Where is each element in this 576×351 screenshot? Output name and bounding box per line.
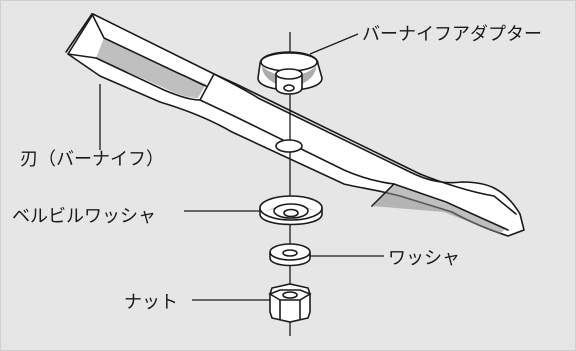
belleville-washer <box>259 195 323 226</box>
blade-center-hole <box>275 139 303 153</box>
blade-right-lower-line <box>393 183 509 231</box>
label-belleville-washer: ベルビルワッシャ <box>12 206 156 227</box>
leader-adapter <box>309 33 359 55</box>
adapter-shade-right <box>302 66 316 84</box>
adapter-boss-top <box>275 68 303 80</box>
blade-left-edge-shade <box>96 38 206 98</box>
washer <box>269 243 311 267</box>
blade-left-fin <box>199 73 215 101</box>
blade-right-inner-line <box>419 173 517 215</box>
adapter-bore <box>283 84 295 92</box>
nut <box>268 283 312 323</box>
label-washer: ワッシャ <box>388 248 460 269</box>
blade-right-fin <box>371 183 395 207</box>
blade-top-face-edge <box>65 13 93 53</box>
blade-outline <box>67 13 525 237</box>
blade <box>65 13 525 237</box>
label-blade: 刃（バーナイフ） <box>20 149 164 170</box>
label-adapter: バーナイフアダプター <box>362 24 542 45</box>
label-nut: ナット <box>124 292 178 313</box>
blade-left-inner-line <box>91 13 207 87</box>
bar-knife-adapter <box>257 51 323 95</box>
leader-lines <box>99 33 384 301</box>
nut-hole <box>282 291 298 299</box>
washer-hole <box>282 249 298 257</box>
blade-right-edge-shade <box>372 184 506 234</box>
adapter-shade-left <box>262 66 276 84</box>
blade-body-line-1 <box>213 73 421 175</box>
belleville-hole <box>283 208 299 218</box>
blade-left-lower-line <box>67 53 201 101</box>
blade-body-line-2 <box>199 99 395 185</box>
